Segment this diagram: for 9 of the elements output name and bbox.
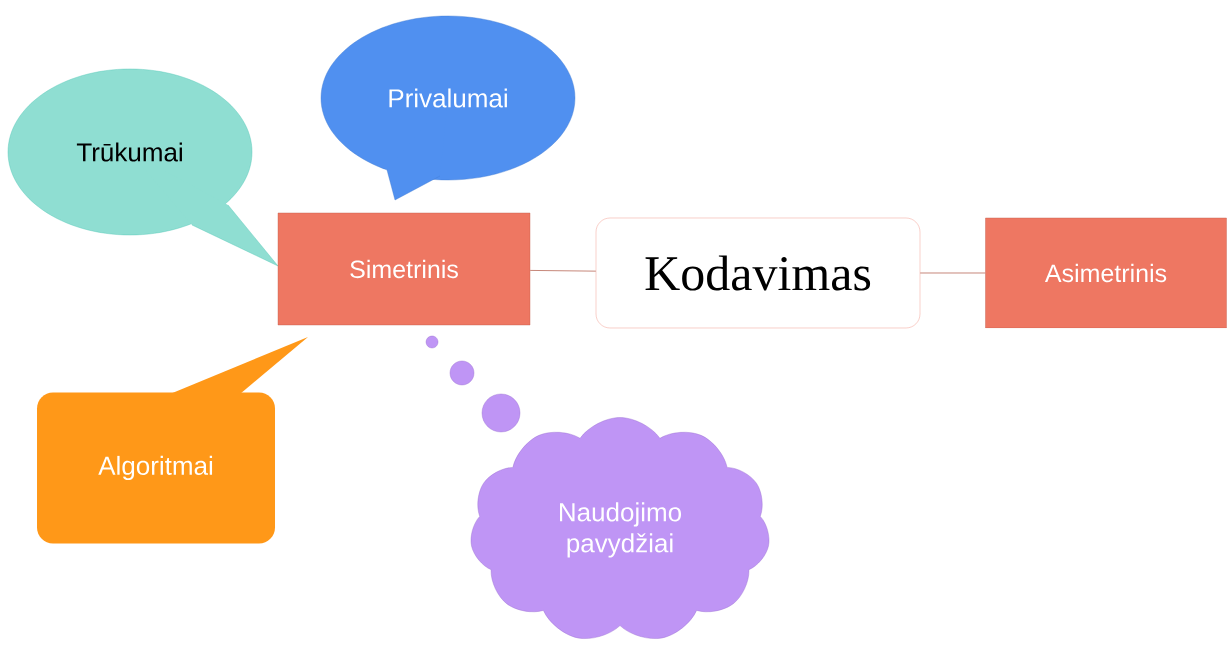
title-box: Kodavimas [595, 217, 921, 329]
process-box: Simetrinis [277, 212, 531, 326]
thought-cloud: Naudojimo pavydžiai [470, 417, 770, 639]
process-box: Asimetrinis [985, 217, 1227, 329]
speech-bubble: Trūkumai [7, 68, 279, 267]
speech-bubble: Privalumai [320, 15, 576, 201]
callout-box: Algoritmai [37, 337, 308, 544]
connector-line [529, 270, 597, 272]
connector-line [919, 272, 986, 274]
